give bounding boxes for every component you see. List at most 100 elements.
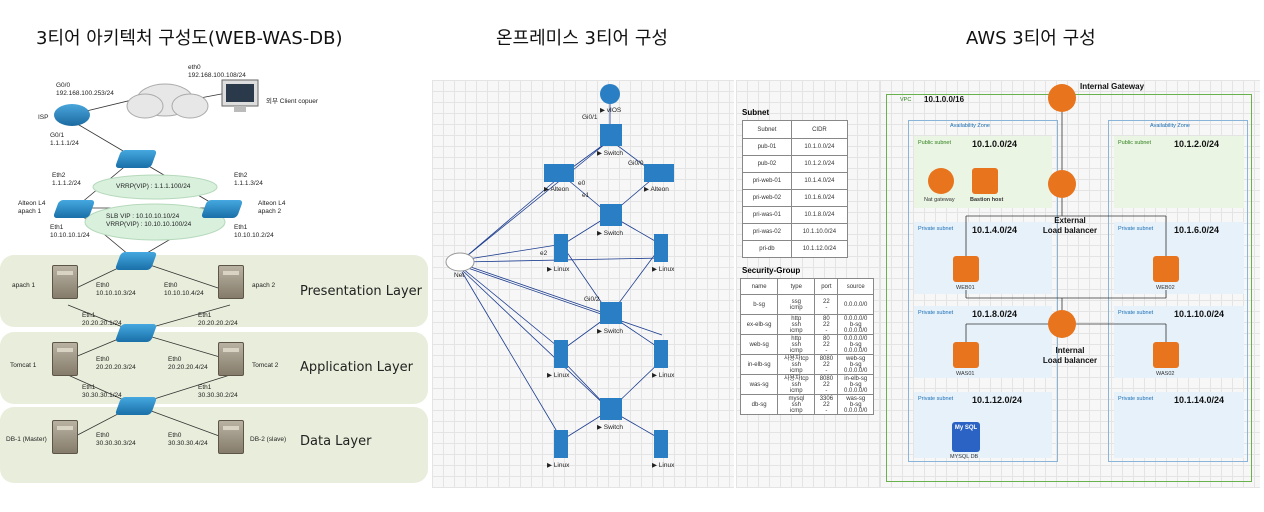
- sg-name-cell: in-elb-sg: [739, 354, 779, 375]
- subnet-table-title: Subnet: [742, 108, 770, 117]
- sg-type-cell: mysql ssh icmp: [777, 394, 816, 415]
- mysql-db-label: MYSQL DB: [950, 454, 979, 460]
- data-eth0-left-label: Eth0 30.30.30.3/24: [96, 432, 136, 447]
- g01-label: G0/1 1.1.1.1/24: [50, 132, 79, 147]
- net-label: Net: [454, 272, 465, 279]
- aws-links: [965, 108, 1167, 344]
- private-subnet-db1-label: Private subnet: [918, 396, 954, 402]
- vrrp-top-label: VRRP(VIP) : 1.1.1.100/24: [116, 183, 191, 190]
- private-subnet-was1-cidr: 10.1.8.0/24: [972, 309, 1018, 319]
- linux2-label: ▶ Linux: [652, 266, 675, 273]
- tomcat2-server-icon: [218, 342, 244, 376]
- sg-header-name: name: [739, 278, 779, 295]
- mysql-db-icon: My SQL: [952, 422, 980, 452]
- top-switch-icon: [114, 150, 158, 168]
- internal-lb-icon: [1048, 310, 1076, 338]
- sg-source-cell: 0.0.0.0/0 b-sg 0.0.0.0/0: [837, 334, 874, 355]
- nat-gateway-label: Nat gateway: [924, 197, 955, 203]
- public-subnet-1-cidr: 10.1.0.0/24: [972, 139, 1018, 149]
- private-subnet-web1-cidr: 10.1.4.0/24: [972, 225, 1018, 235]
- pres-eth0-right-label: Eth0 10.10.10.4/24: [164, 282, 204, 297]
- subnet-name-cell: pri-db: [742, 240, 792, 258]
- sg-name-cell: db-sg: [739, 394, 779, 415]
- az-a-label: Availability Zone: [950, 123, 990, 129]
- alteon2-switch-icon: [200, 200, 244, 218]
- title-aws: AWS 3티어 구성: [966, 28, 1096, 49]
- availability-zone-a: [908, 120, 1058, 462]
- isp-router-icon: [54, 104, 90, 126]
- subnet-cidr-cell: 10.1.12.0/24: [790, 240, 849, 258]
- subnet-name-cell: pri-web-01: [742, 172, 792, 190]
- sg-source-cell: 0.0.0.0/0: [837, 294, 874, 315]
- availability-zone-b: [1108, 120, 1248, 462]
- sg-type-cell: 사용자tcp ssh icmp: [777, 354, 816, 375]
- private-subnet-web1-label: Private subnet: [918, 226, 954, 232]
- private-subnet-db1-cidr: 10.1.12.0/24: [972, 395, 1023, 405]
- subnet-name-cell: pri-was-02: [742, 223, 792, 241]
- external-lb-label: External Load balancer: [1042, 216, 1098, 235]
- sg-source-cell: web-sg b-sg 0.0.0.0/0: [837, 354, 874, 375]
- bastion-host-icon: [972, 168, 998, 194]
- pres-eth1-left-label: Eth1 20.20.20.1/24: [82, 312, 122, 327]
- subnet-cidr-cell: 10.1.0.0/24: [790, 138, 849, 156]
- sg-port-cell: 80 22 -: [814, 314, 839, 335]
- sg-port-cell: 3306 22 -: [814, 394, 839, 415]
- port-gi02-label: Gi0/2: [584, 296, 600, 303]
- bastion-host-label: Bastion host: [970, 197, 1004, 203]
- private-subnet-web2-label: Private subnet: [1118, 226, 1154, 232]
- web01-icon: [953, 256, 979, 282]
- eth2-left-label: Eth2 1.1.1.2/24: [52, 172, 81, 187]
- vpc-label: VPC: [900, 97, 912, 103]
- external-lb-icon: [1048, 170, 1076, 198]
- was01-label: WAS01: [956, 371, 975, 377]
- aws-vpc-area: VPC 10.1.0.0/16 Availability Zone Availa…: [880, 80, 1260, 488]
- sg-type-cell: ssg icmp: [777, 294, 816, 315]
- eth1-right-label: Eth1 10.10.10.2/24: [234, 224, 274, 239]
- subnet-cidr-cell: 10.1.8.0/24: [790, 206, 849, 224]
- alteon1-switch-icon: [52, 200, 96, 218]
- pres-eth0-left-label: Eth0 10.10.10.3/24: [96, 282, 136, 297]
- linux3-label: ▶ Linux: [547, 372, 570, 379]
- onprem-diagram: Net ▶ vIOS ▶ Switch ▶ Alteon ▶ Alteon ▶ …: [432, 80, 734, 488]
- tomcat1-server-icon: [52, 342, 78, 376]
- switch-app-label: ▶ Switch: [597, 328, 623, 335]
- application-layer-label: Application Layer: [300, 360, 414, 375]
- private-subnet-web1: Private subnet 10.1.4.0/24: [914, 222, 1052, 294]
- port-gi00-label: Gi0/0: [628, 160, 644, 167]
- alteon2-label: Alteon L4 apach 2: [258, 200, 286, 215]
- sg-port-cell: 8080 22 -: [814, 374, 839, 395]
- sg-header-source: source: [837, 278, 874, 295]
- linux6-label: ▶ Linux: [652, 462, 675, 469]
- app-eth0-right-label: Eth0 20.20.20.4/24: [168, 356, 208, 371]
- private-subnet-was1-label: Private subnet: [918, 310, 954, 316]
- pres-eth1-right-label: Eth1 20.20.20.2/24: [198, 312, 238, 327]
- alteon2-mid-label: ▶ Alteon: [644, 186, 669, 193]
- linux5-label: ▶ Linux: [547, 462, 570, 469]
- sg-name-cell: ex-elb-sg: [739, 314, 779, 335]
- app-eth1-right-label: Eth1 30.30.30.2/24: [198, 384, 238, 399]
- port-gi01-label: Gi0/1: [582, 114, 598, 121]
- port-e2-label: e2: [540, 250, 548, 257]
- sg-port-cell: 80 22 -: [814, 334, 839, 355]
- subnet-cidr-cell: 10.1.4.0/24: [790, 172, 849, 190]
- apach1-server-icon: [52, 265, 78, 299]
- private-subnet-was2: Private subnet 10.1.10.0/24: [1114, 306, 1244, 378]
- db2-server-icon: [218, 420, 244, 454]
- internet-gateway-icon: [1048, 84, 1076, 112]
- sg-source-cell: was-sg b-sg 0.0.0.0/0: [837, 394, 874, 415]
- web02-icon: [1153, 256, 1179, 282]
- public-subnet-2: Public subnet 10.1.2.0/24: [1114, 136, 1244, 208]
- subnet-name-cell: pri-web-02: [742, 189, 792, 207]
- public-subnet-1-label: Public subnet: [918, 140, 952, 146]
- web01-label: WEB01: [956, 285, 975, 291]
- tomcat2-label: Tomcat 2: [252, 362, 279, 369]
- private-subnet-was1: Private subnet 10.1.8.0/24: [914, 306, 1052, 378]
- az-b-label: Availability Zone: [1150, 123, 1190, 129]
- sg-source-cell: in-elb-sg b-sg 0.0.0.0/0: [837, 374, 874, 395]
